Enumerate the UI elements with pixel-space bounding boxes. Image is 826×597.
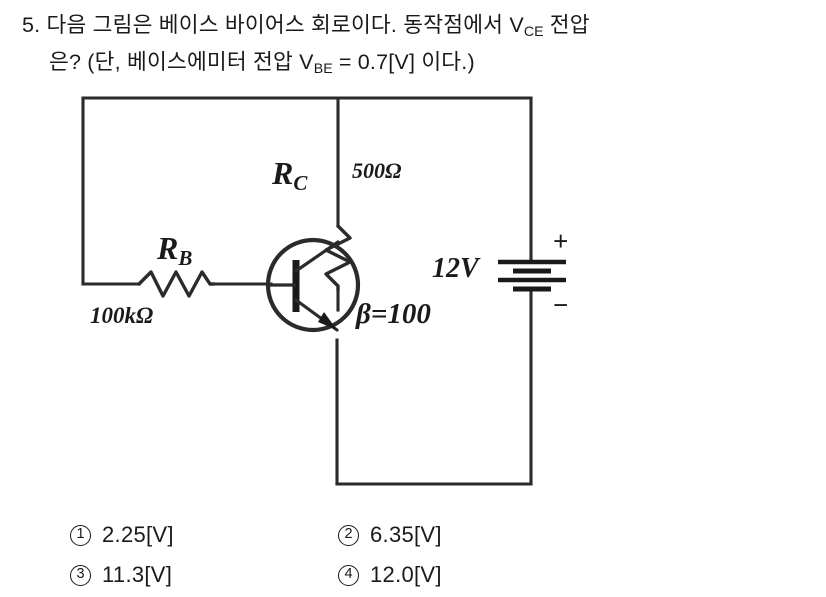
npn-transistor-symbol <box>265 237 361 333</box>
answer-options: 1 2.25[V] 2 6.35[V] 3 11.3[V] 4 12.0[V] <box>0 512 826 597</box>
answer-option-3-marker: 3 <box>70 564 91 586</box>
answer-option-3-label: 11.3[V] <box>102 562 173 587</box>
answer-option-1-label: 2.25[V] <box>102 522 174 547</box>
question-line-1-text-after: 전압 <box>543 13 590 37</box>
vce-subscript: CE <box>523 24 544 40</box>
battery-negative-terminal: − <box>553 290 568 320</box>
question-block: 5. 다음 그림은 베이스 바이어스 회로이다. 동작점에서 VCE 전압 은?… <box>22 8 812 82</box>
circuit-schematic-svg: RC 500Ω RB 100kΩ β=100 <box>81 96 568 486</box>
answer-option-4[interactable]: 4 12.0[V] <box>338 562 442 588</box>
answer-option-2[interactable]: 2 6.35[V] <box>338 522 442 548</box>
question-line-1-text-before: 다음 그림은 베이스 바이어스 회로이다. 동작점에서 V <box>46 13 524 37</box>
answer-option-1[interactable]: 1 2.25[V] <box>70 522 174 548</box>
battery-voltage-label: 12V <box>432 253 481 284</box>
circuit-diagram: RC 500Ω RB 100kΩ β=100 <box>0 78 826 508</box>
question-line-1: 5. 다음 그림은 베이스 바이어스 회로이다. 동작점에서 VCE 전압 <box>22 8 812 45</box>
question-line-2: 은? (단, 베이스에미터 전압 VBE = 0.7[V] 이다.) <box>22 45 812 82</box>
transistor-collector-lead <box>294 240 340 273</box>
answer-option-4-label: 12.0[V] <box>370 562 442 587</box>
base-resistor-value: 100kΩ <box>90 303 153 328</box>
question-line-2-text-after: = 0.7[V] 이다.) <box>332 50 475 74</box>
transistor-emitter-arrow <box>318 312 337 330</box>
battery-positive-terminal: + <box>553 226 568 256</box>
answer-option-4-marker: 4 <box>338 564 359 586</box>
vbe-subscript: BE <box>313 61 333 77</box>
battery-symbol <box>498 259 566 292</box>
answer-option-3[interactable]: 3 11.3[V] <box>70 562 172 588</box>
question-number: 5. <box>22 13 41 37</box>
answer-option-2-label: 6.35[V] <box>370 522 442 547</box>
collector-resistor-value: 500Ω <box>352 158 402 183</box>
base-resistor-symbol <box>137 270 216 298</box>
collector-resistor-name: RC <box>271 155 308 195</box>
base-resistor-name: RB <box>156 230 192 270</box>
question-line-2-text-before: 은? (단, 베이스에미터 전압 V <box>49 50 314 74</box>
answer-option-1-marker: 1 <box>70 524 91 546</box>
transistor-gain-label: β=100 <box>355 298 431 330</box>
answer-option-2-marker: 2 <box>338 524 359 546</box>
